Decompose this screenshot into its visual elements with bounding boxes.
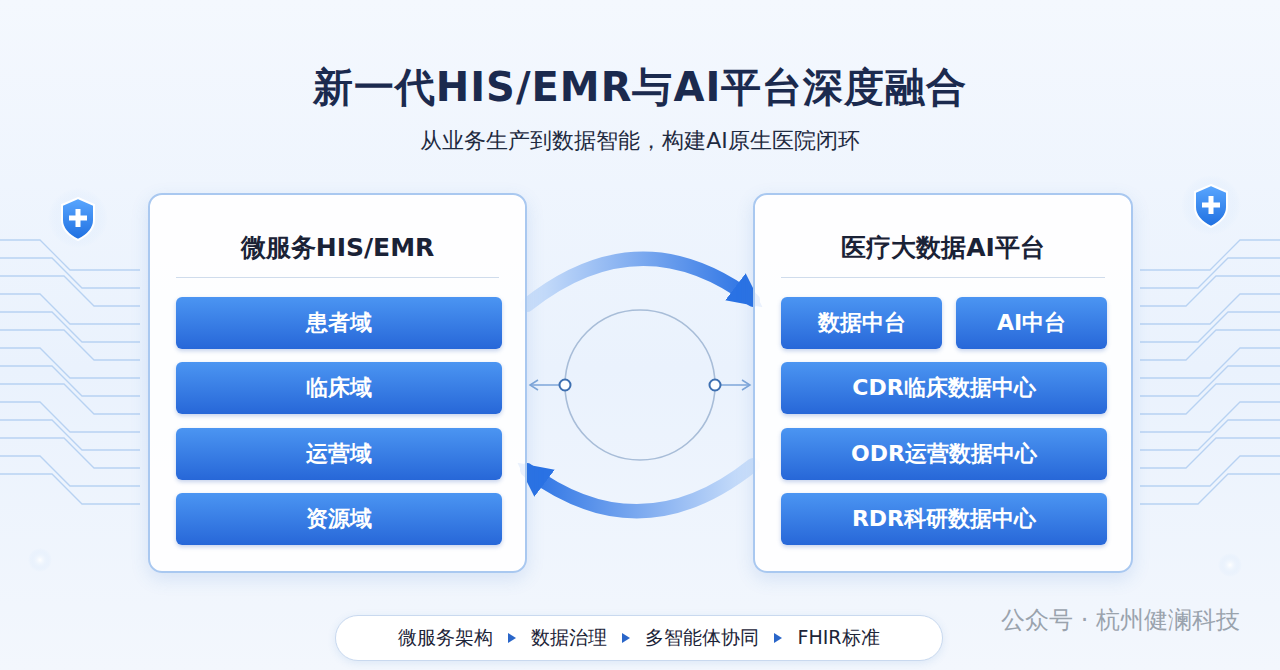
glow-dot bbox=[1218, 553, 1242, 577]
panel-heading: 微服务HIS/EMR bbox=[150, 231, 525, 264]
box-label: 资源域 bbox=[306, 504, 372, 534]
chevron bbox=[773, 632, 783, 644]
center-loop bbox=[530, 310, 750, 460]
chevron bbox=[621, 632, 631, 644]
domain-box: 资源域 bbox=[176, 493, 502, 545]
feature-tag: FHIR标准 bbox=[797, 625, 879, 651]
box-label: 临床域 bbox=[306, 373, 372, 403]
box-label: RDR科研数据中心 bbox=[852, 504, 1036, 534]
domain-box: 数据中台 bbox=[781, 297, 942, 349]
domain-box: ODR运营数据中心 bbox=[781, 428, 1107, 480]
chevron bbox=[507, 632, 517, 644]
box-label: 患者域 bbox=[306, 308, 372, 338]
divider-line bbox=[781, 277, 1105, 278]
cycle-arrow bbox=[527, 259, 753, 305]
feature-tag: 微服务架构 bbox=[398, 625, 493, 651]
shield-icon bbox=[1181, 175, 1241, 235]
domain-box: RDR科研数据中心 bbox=[781, 493, 1107, 545]
box-label: 运营域 bbox=[306, 439, 372, 469]
platform-panel: 医疗大数据AI平台数据中台 AI中台 CDR临床数据中心 ODR运营数据中心 RDR科研… bbox=[753, 193, 1133, 573]
box-label: ODR运营数据中心 bbox=[851, 439, 1037, 469]
box-label: CDR临床数据中心 bbox=[852, 373, 1035, 403]
domain-box: 临床域 bbox=[176, 362, 502, 414]
platform-panel: 微服务HIS/EMR 患者域临床域运营域资源域 bbox=[148, 193, 527, 573]
watermark: 公众号 · 杭州健澜科技 bbox=[1001, 604, 1240, 636]
glow-dot bbox=[28, 548, 52, 572]
domain-box: 运营域 bbox=[176, 428, 502, 480]
domain-box: CDR临床数据中心 bbox=[781, 362, 1107, 414]
cycle-arrow bbox=[527, 465, 753, 511]
panel-heading: 医疗大数据AI平台 bbox=[755, 231, 1131, 264]
feature-tag: 多智能体协同 bbox=[645, 625, 759, 651]
domain-box: AI中台 bbox=[956, 297, 1107, 349]
domain-box: 患者域 bbox=[176, 297, 502, 349]
box-label: 数据中台 bbox=[818, 308, 906, 338]
feature-tag: 数据治理 bbox=[531, 625, 607, 651]
divider-line bbox=[176, 277, 499, 278]
diagram-caption: 从业务生产到数据智能，构建AI原生医院闭环 bbox=[0, 126, 1280, 156]
box-label: AI中台 bbox=[997, 308, 1066, 338]
feature-bar: 微服务架构 数据治理 多智能体协同 FHIR标准 bbox=[335, 615, 943, 661]
shield-icon bbox=[48, 188, 108, 248]
diagram-title: 新一代HIS/EMR与AI平台深度融合 bbox=[0, 60, 1280, 115]
